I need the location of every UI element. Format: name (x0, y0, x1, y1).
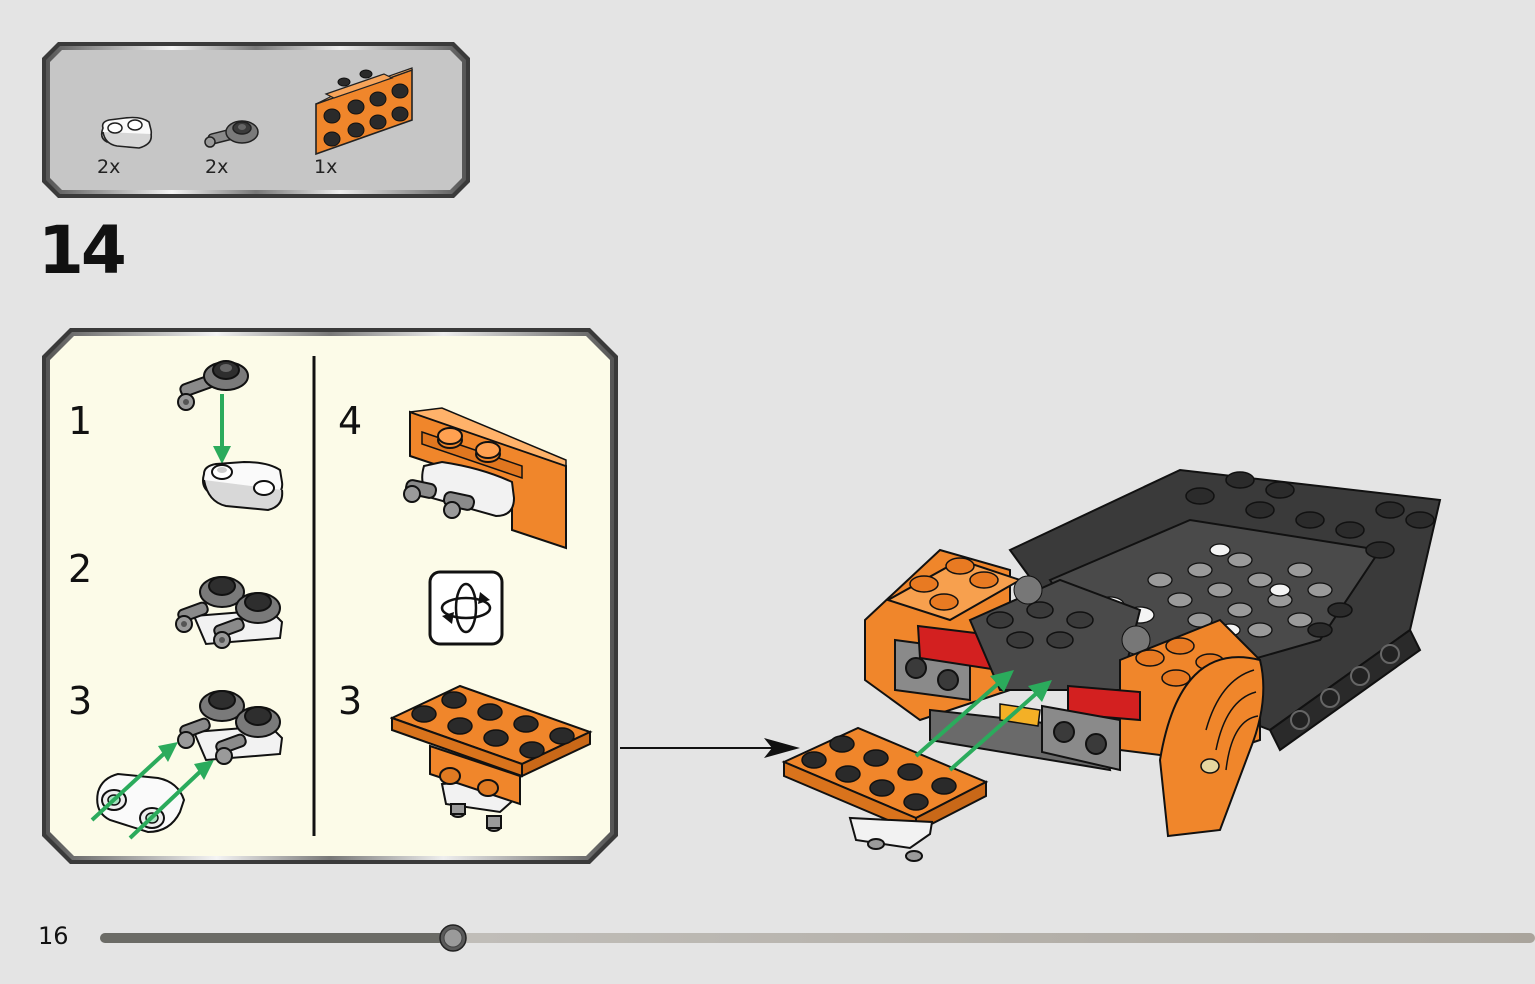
sub-step-label-4: 4 (338, 399, 363, 443)
grey-ball-joint-plate-icon (204, 120, 259, 148)
orange-bracket-plate-icon (315, 67, 413, 156)
chassis-inner-studs (1147, 552, 1333, 648)
progress-fill (100, 933, 454, 943)
part-2-quantity: 2x (205, 156, 229, 178)
progress-knob (439, 924, 467, 952)
sub-step-2-illustration (175, 576, 284, 649)
parts-list-callout: 2x 2x 1x (40, 40, 472, 200)
sub-step-label-2: 2 (68, 547, 93, 591)
chassis-studs (1185, 471, 1435, 638)
page-number: 16 (38, 922, 69, 950)
sub-step-label-3b: 3 (338, 679, 363, 723)
sub-step-3b-illustration (390, 684, 593, 832)
main-model-illustration (781, 468, 1442, 862)
sub-step-4-illustration (403, 407, 567, 550)
step-number: 14 (38, 212, 127, 289)
part-1-quantity: 2x (97, 156, 121, 178)
sub-step-3-illustration (90, 690, 284, 840)
part-3-quantity: 1x (314, 156, 338, 178)
callout-connector-arrow (620, 738, 800, 758)
rotate-model-icon (428, 570, 504, 646)
progress-bar (100, 924, 1535, 952)
sub-assembly-panel: 1 2 3 4 3 (40, 326, 620, 866)
sub-step-label-1: 1 (68, 399, 93, 443)
sub-step-label-3: 3 (68, 679, 93, 723)
white-round-plate-1x2-icon (100, 116, 153, 149)
sub-step-1-illustration (177, 360, 284, 512)
